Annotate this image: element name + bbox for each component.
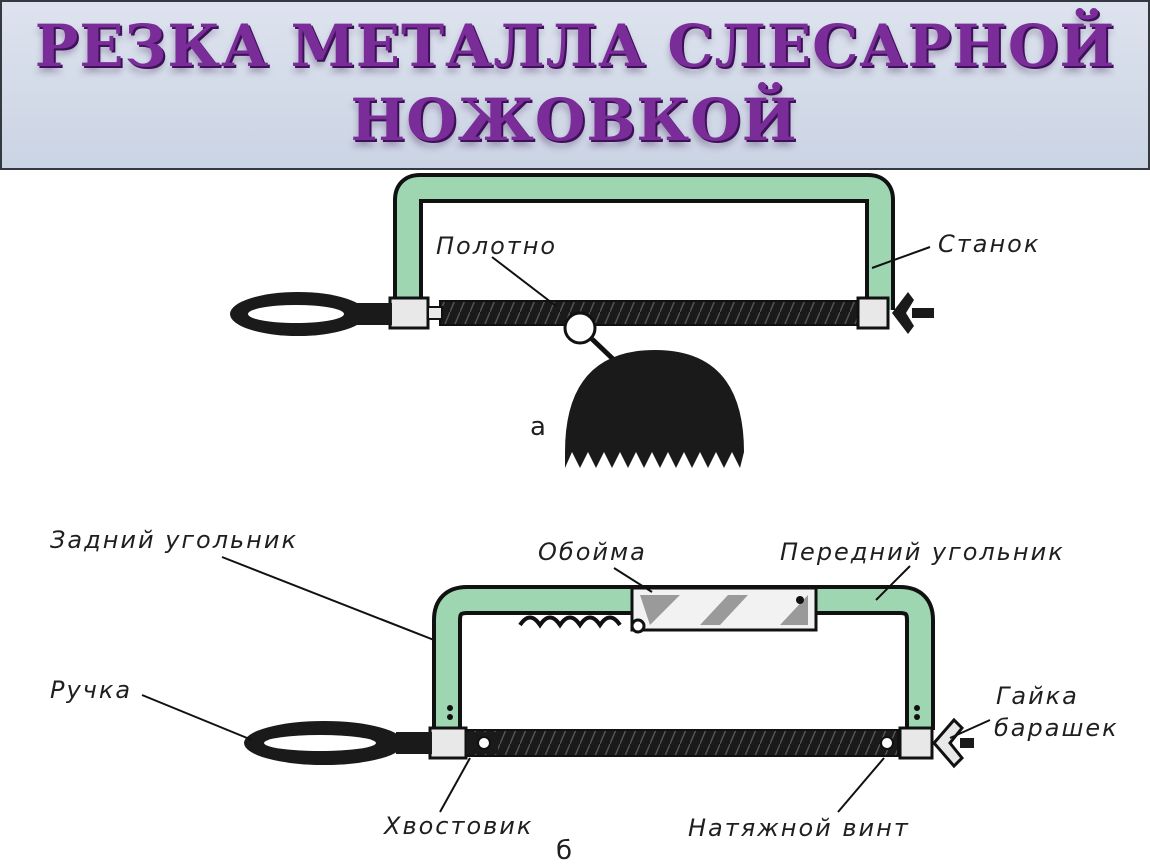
rear-clamp-b (428, 726, 468, 760)
blade-a (439, 300, 861, 326)
handle-b (244, 721, 432, 765)
blade-b (467, 729, 899, 757)
figure-letter-b: б (556, 836, 573, 866)
page-title-line-2: НОЖОВКОЙ (350, 86, 798, 154)
label-tension-screw: Натяжной винт (688, 814, 910, 842)
front-clamp-a (856, 296, 890, 330)
label-blade: Полотно (436, 232, 558, 260)
wing-nut-a (892, 292, 934, 334)
handle-a (230, 292, 392, 336)
label-rear-bracket: Задний угольник (50, 526, 298, 554)
label-frame: Станок (938, 230, 1041, 258)
label-front-bracket: Передний угольник (780, 538, 1065, 566)
label-shank: Хвостовик (384, 812, 534, 840)
label-wing-nut-line2: барашек (994, 714, 1119, 742)
page-title-line-1: РЕЗКА МЕТАЛЛА СЛЕСАРНОЙ (34, 12, 1116, 80)
hacksaw-a (230, 173, 934, 468)
label-wing-nut-line1: Гайка (996, 682, 1079, 710)
label-handle: Ручка (50, 676, 133, 704)
hacksaw-b (141, 556, 991, 813)
clip-b (630, 586, 818, 634)
front-clamp-b (898, 726, 934, 760)
rear-clamp-a (388, 296, 430, 330)
label-clip: Обойма (538, 538, 647, 566)
wing-nut-b (932, 717, 974, 769)
figure-letter-a: а (530, 412, 546, 442)
title-banner (0, 0, 1150, 170)
teeth-detail-a (565, 350, 744, 468)
